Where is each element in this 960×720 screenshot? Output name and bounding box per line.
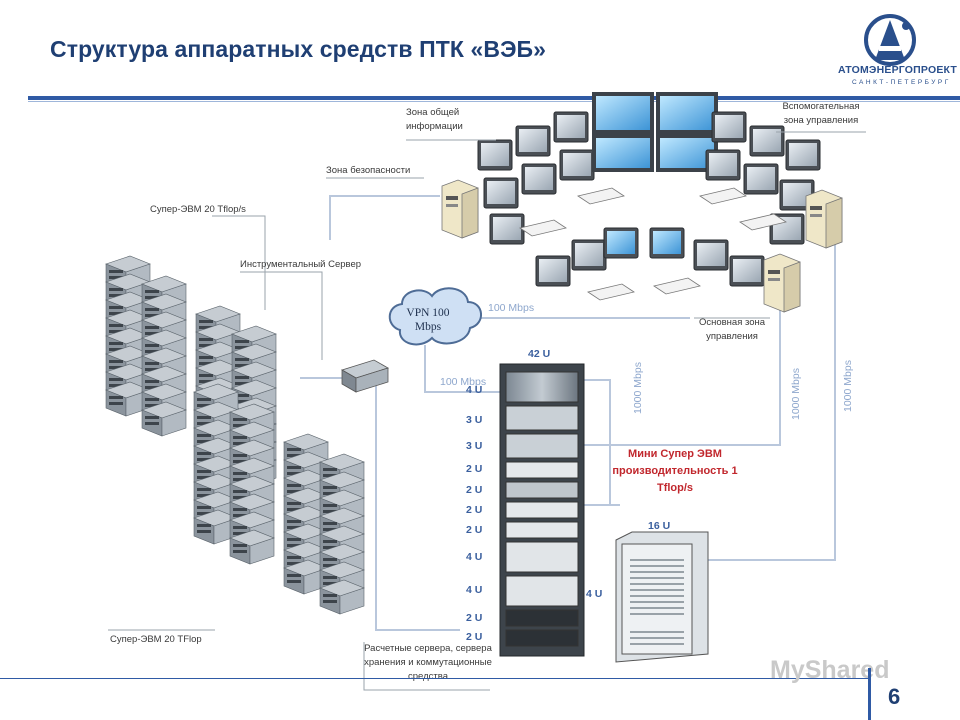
link-1000-mbps-c: 1000 Mbps [842, 360, 854, 412]
rack-unit-label: 2 U [466, 631, 483, 643]
super-evm-bottom-label: Супер-ЭВМ 20 TFlop [110, 634, 202, 645]
supercomputer-cluster [106, 256, 364, 614]
header-rule-thin [28, 101, 960, 102]
logo-name: АТОМЭНЕРГОПРОЕКТ [838, 64, 958, 76]
rack-unit-label: 2 U [466, 524, 483, 536]
rack-unit-label: 4 U [466, 384, 483, 396]
main-control-zone-workstations [535, 227, 801, 313]
rack-unit-label: 2 U [466, 504, 483, 516]
rack-unit-label: 3 U [466, 414, 483, 426]
zone-main-control-label: Основная зона управления [698, 317, 766, 342]
logo-subtitle: САНКТ-ПЕТЕРБУРГ [852, 79, 951, 86]
rack-42u [499, 363, 585, 657]
leader-lines [108, 131, 866, 691]
footer-rule [0, 678, 868, 679]
atomenergoproekt-logo [835, 12, 955, 96]
link-100-mbps-top: 100 Mbps [488, 302, 535, 314]
rack-unit-label: 2 U [466, 612, 483, 624]
calc-servers-label: Расчетные сервера, сервера хранения и ко… [364, 643, 492, 682]
zone-security-label: Зона безопасности [326, 165, 411, 176]
cabinet-16u-label: 16 U [648, 520, 671, 532]
vpn-label: VPN 100 Mbps [406, 307, 450, 333]
rack-unit-label: 4 U [466, 551, 483, 563]
cabinet-16u [615, 531, 709, 663]
link-1000-mbps-a: 1000 Mbps [632, 362, 644, 414]
mini-super-evm-label: Мини Супер ЭВМ производительность 1 Tflo… [612, 448, 738, 494]
network-links [300, 195, 836, 631]
page-number-bar [868, 668, 871, 720]
rack-side-unit-label: 4 U [586, 588, 603, 600]
super-evm-top-label: Супер-ЭВМ 20 Tflop/s [150, 204, 246, 215]
page-title: Структура аппаратных средств ПТК «ВЭБ» [50, 36, 547, 62]
rack-unit-label: 4 U [466, 584, 483, 596]
zone-aux-control-label: Вспомогательная зона управления [782, 101, 860, 126]
rack-unit-label: 3 U [466, 440, 483, 452]
zone-general-info-label: Зона общей информации [406, 107, 463, 132]
rack-unit-label: 2 U [466, 484, 483, 496]
watermark: MyShared [770, 656, 890, 684]
link-1000-mbps-b: 1000 Mbps [790, 368, 802, 420]
tool-server [341, 359, 389, 393]
control-room-workstations [441, 92, 843, 249]
page-number: 6 [888, 684, 901, 709]
link-100-mbps-bottom: 100 Mbps [440, 376, 487, 388]
rack-unit-label: 2 U [466, 463, 483, 475]
rack-total-label: 42 U [528, 348, 551, 360]
vpn-cloud [388, 287, 482, 346]
tool-server-label: Инструментальный Сервер [240, 259, 362, 270]
header-rule [28, 96, 960, 100]
